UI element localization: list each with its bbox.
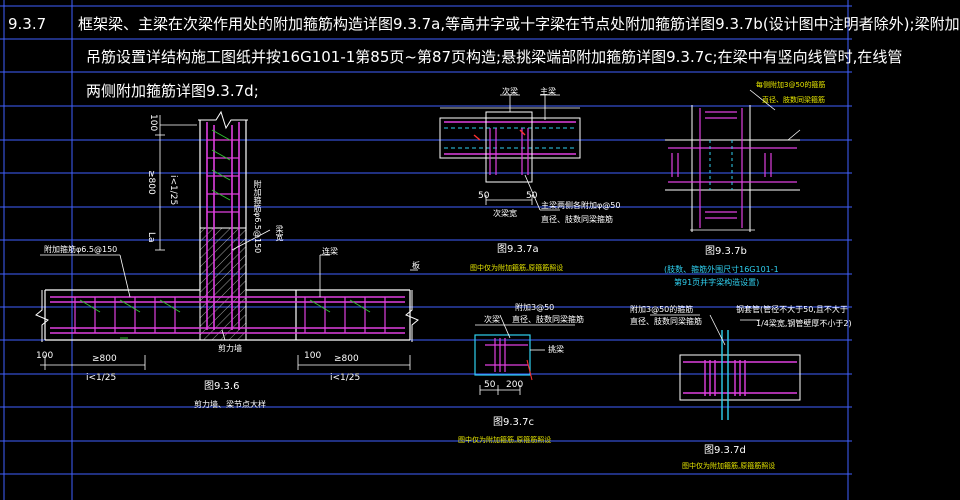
dim-100-top: 100 [148,114,158,132]
fig-d-caption-number: 图9.3.7d [704,445,746,456]
fig-a-caption-number: 图9.3.7a [497,244,539,255]
beam-width-label: 梁宽 [275,225,284,241]
tie-beam-label: 连梁 [322,247,338,256]
fig-a-caption-desc: 图中仅为附加箍筋,原箍筋照设 [470,264,564,272]
dim-100-mid: 100 [304,351,322,361]
fig-c-caption-desc: 图中仅为附加箍筋,原箍筋照设 [458,436,552,444]
drawing-layer [0,0,852,500]
dim-800-left: ≥800 [92,354,117,364]
fig-9-3-7a [439,94,581,211]
fig-a-main-beam-label: 主梁 [540,87,556,96]
slab-label: 板 [412,261,420,270]
fig-a-dim-50-left: 50 [478,191,490,201]
paragraph-line-3: 两侧附加箍筋详图9.3.7d; [86,82,259,100]
fig-d-caption-desc: 图中仅为附加箍筋,原箍筋照设 [682,462,776,470]
fig-c-secondary-beam-label: 次梁 [484,315,500,324]
fig-b-note-2: 直径、肢数同梁箍筋 [762,96,825,104]
fig-c-note-2: 直径、肢数同梁箍筋 [512,315,584,324]
fig-c-note-1: 附加3@50 [515,303,555,312]
stirrup-label: 附加箍筋φ6.5@150 [44,245,118,254]
fig-d-note-1: 附加3@50的箍筋 [630,305,694,314]
fig-9-3-7b [665,89,801,232]
la-label: La [146,232,156,243]
fig-c-dim-50: 50 [484,380,496,390]
paragraph-line-2: 吊筋设置详结构施工图纸并按16G101-1第85页~第87页构造;悬挑梁端部附加… [86,48,903,66]
fig-a-note-sub: 直径、肢数同梁箍筋 [541,215,613,224]
dim-100-left: 100 [36,351,54,361]
fig-d-note-4: 1/4梁宽,钢管壁厚不小于2) [756,319,852,328]
fig-9-3-6-caption-number: 图9.3.6 [204,381,240,392]
fig-c-caption-number: 图9.3.7c [493,417,534,428]
fig-a-note-main: 主梁两侧各附加φ@50 [541,201,621,210]
fig-b-cyan-note-2: 第91页井字梁构造设置) [674,278,760,287]
fig-a-dim-50-right: 50 [526,191,538,201]
slope-vertical: i<1/25 [168,175,178,206]
fig-d-note-3: 钢套管(管径不大于50,且不大于 [736,305,848,314]
fig-d-note-2: 直径、肢数同梁箍筋 [630,317,702,326]
wall-stirrup-label: 附加箍筋φ6.5@150 [253,180,262,254]
section-number: 9.3.7 [8,15,47,33]
fig-b-caption-number: 图9.3.7b [705,246,747,257]
fig-9-3-7d [650,314,801,420]
fig-9-3-7c [474,314,575,395]
fig-c-cantilever-label: 挑梁 [548,345,564,354]
paragraph-line-1: 框架梁、主梁在次梁作用处的附加箍筋构造详图9.3.7a,等高井字或十字梁在节点处… [78,15,960,33]
fig-a-secondary-beam-label: 次梁 [502,87,518,96]
fig-9-3-6-caption-desc: 剪力墙、梁节点大样 [194,400,266,409]
dim-800-vertical: ≥800 [146,170,156,195]
fig-c-dim-200: 200 [506,380,524,390]
fig-a-width-label: 次梁宽 [493,209,517,218]
shear-wall-label: 剪力墙 [218,344,242,353]
slope-left: i<1/25 [86,373,117,383]
dim-800-right: ≥800 [334,354,359,364]
fig-b-cyan-note-1: (肢数、箍筋外围尺寸16G101-1 [664,265,779,274]
slope-right: i<1/25 [330,373,361,383]
fig-9-3-6 [35,110,419,370]
fig-b-note-1: 每侧附加3@50的箍筋 [756,81,826,89]
